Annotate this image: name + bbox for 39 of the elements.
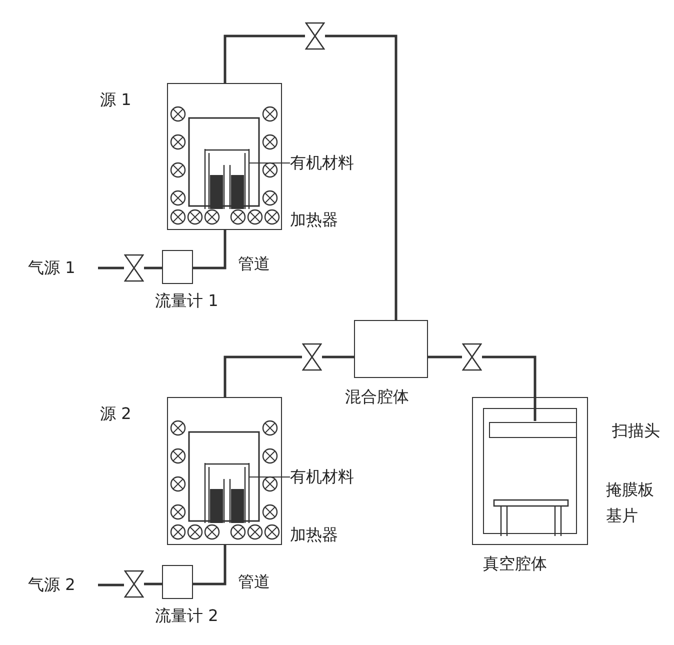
part-label: 掩膜板 [606,480,654,500]
part-label: 加热器 [290,525,338,545]
pipe [98,584,124,586]
part-label: 流量计 2 [155,606,218,626]
part-label: 混合腔体 [345,387,409,407]
part-label: 有机材料 [290,152,360,174]
part-label: 管道 [238,572,270,592]
pipe [193,230,226,270]
pipe [322,356,354,358]
pipe [144,582,162,586]
valve-symbol [124,570,144,598]
part-label: 管道 [238,254,270,274]
pipe [193,545,226,586]
part-label: 扫描头 [612,421,660,441]
pipe [428,356,462,358]
part-label: 加热器 [290,210,338,230]
leader-line [248,476,290,478]
part-label: 气源 2 [28,574,98,596]
valve-symbol [462,343,482,371]
part-label: 真空腔体 [483,554,547,574]
crucible [204,149,250,209]
part-label: 源 1 [100,90,132,110]
part-label: 基片 [606,506,638,526]
crucible [204,463,250,523]
part-label: 有机材料 [290,466,360,488]
part-label: 源 2 [100,404,132,424]
pipe [98,266,124,270]
pipe [224,34,305,83]
pipe [224,356,302,397]
scan-head-bar [489,422,577,438]
valve-symbol [124,254,144,282]
part-label: 流量计 1 [155,291,218,311]
pipe [144,266,162,270]
valve-symbol [302,343,322,371]
part-label: 气源 1 [28,257,98,279]
valve-symbol [305,22,325,50]
pipe [482,356,536,421]
pipe [325,34,398,320]
leader-line [248,162,290,164]
